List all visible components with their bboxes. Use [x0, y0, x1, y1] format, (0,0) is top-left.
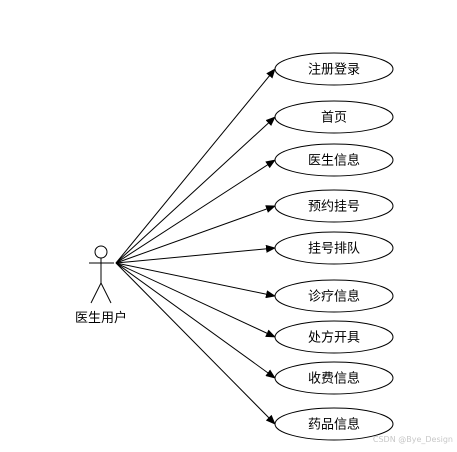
use-case-label: 医生信息	[308, 153, 360, 169]
use-case-label: 首页	[321, 111, 347, 126]
association-arrow	[115, 68, 276, 264]
use-case-prescription: 处方开具	[274, 320, 394, 354]
use-case-billing-info: 收费信息	[274, 361, 394, 395]
stick-figure-icon	[89, 245, 114, 304]
use-case-appointment: 预约挂号	[274, 189, 394, 223]
use-case-label: 收费信息	[308, 371, 360, 387]
association-arrow	[115, 262, 276, 338]
use-case-doctor-info: 医生信息	[274, 143, 394, 177]
use-case-label: 注册登录	[308, 63, 360, 78]
use-case-label: 处方开具	[308, 330, 360, 346]
association-arrow	[115, 262, 276, 299]
association-lines	[115, 68, 276, 425]
association-arrow	[115, 262, 276, 425]
association-arrow	[115, 205, 276, 264]
use-case-list: 注册登录 首页 医生信息 预约挂号 挂号排队 诊疗信息	[274, 52, 394, 441]
watermark: CSDN @Bye_Design	[373, 435, 453, 444]
use-case-label: 诊疗信息	[308, 289, 360, 305]
actor-label: 医生用户	[75, 310, 127, 326]
use-case-home: 首页	[274, 100, 394, 134]
use-case-queue: 挂号排队	[274, 231, 394, 265]
association-arrow	[115, 244, 276, 264]
use-case-label: 挂号排队	[308, 242, 360, 257]
association-arrow	[115, 262, 276, 379]
association-arrow	[115, 116, 276, 264]
actor-doctor-user: 医生用户	[75, 245, 127, 326]
use-case-label: 药品信息	[308, 417, 360, 433]
use-case-diagnosis-info: 诊疗信息	[274, 279, 394, 313]
use-case-register-login: 注册登录	[274, 52, 394, 86]
use-case-label: 预约挂号	[308, 200, 360, 215]
association-arrow	[115, 159, 276, 264]
use-case-medicine-info: 药品信息	[274, 407, 394, 441]
